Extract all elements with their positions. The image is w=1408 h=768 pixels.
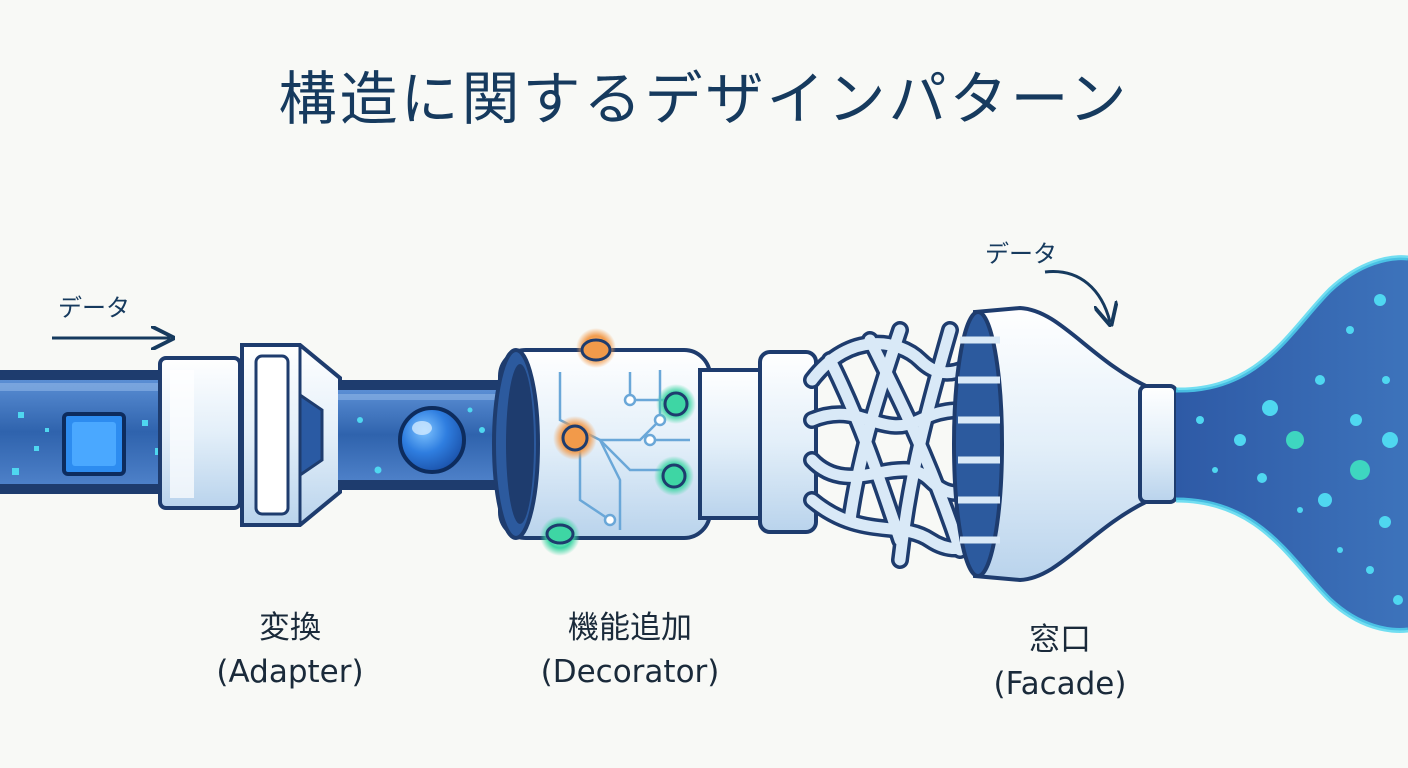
stage-label-decorator-en: (Decorator) — [540, 654, 720, 690]
decorator-module — [492, 328, 712, 556]
data-flow-label-left: データ — [58, 294, 130, 322]
connector-tube — [698, 350, 818, 534]
facade-funnel — [952, 305, 1178, 583]
stage-label-facade-jp: 窓口 — [1029, 622, 1091, 658]
page-title: 構造に関するデザインパターン — [278, 65, 1130, 133]
adapter-coupling — [158, 343, 342, 527]
stage-label-adapter: 変換 (Adapter) — [180, 606, 400, 694]
stage-label-adapter-jp: 変換 — [259, 610, 321, 646]
stage-label-facade-en: (Facade) — [993, 666, 1127, 702]
sphere-data-object — [398, 406, 466, 474]
stage-label-decorator: 機能追加 (Decorator) — [500, 606, 760, 694]
stage-label-adapter-en: (Adapter) — [216, 654, 364, 690]
stage-label-decorator-jp: 機能追加 — [568, 610, 692, 646]
data-flow-label-right: データ — [985, 240, 1057, 268]
output-stream — [1175, 255, 1408, 633]
stage-label-facade: 窓口 (Facade) — [950, 618, 1170, 706]
data-flow-arrow-right — [1044, 270, 1110, 322]
